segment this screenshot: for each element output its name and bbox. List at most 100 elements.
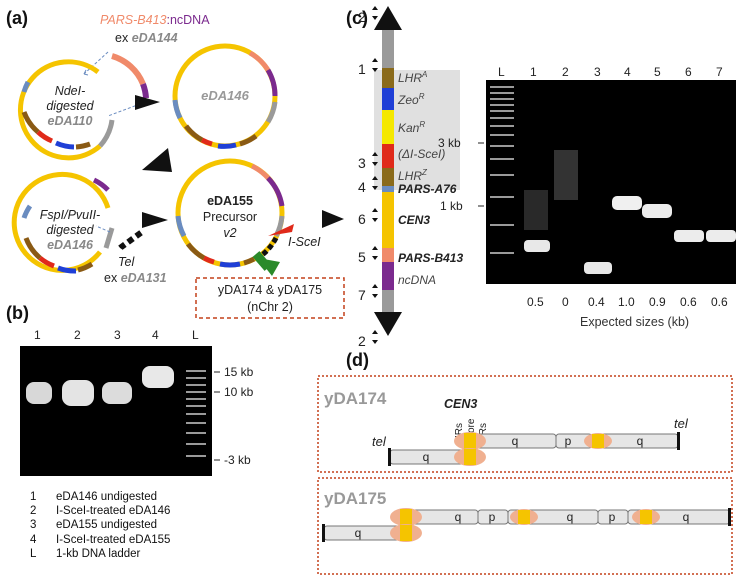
gel-c-band-5	[642, 204, 672, 218]
element-pars-b413: PARS-B413	[398, 251, 463, 265]
chromosome-arrow-top	[374, 6, 402, 30]
gel-b-ladder	[186, 370, 206, 457]
element-kan: KanR	[398, 120, 425, 135]
gel-b-band-3	[102, 382, 132, 404]
centromere-yda175	[390, 508, 660, 542]
arrow-diagonal	[142, 148, 172, 172]
segment-kan	[382, 110, 394, 144]
gel-b-band-4	[142, 366, 174, 388]
tel-fragment: Tel ex eDA131	[104, 229, 167, 285]
site-number-6: 6	[358, 211, 366, 227]
site-number-3: 3	[358, 155, 366, 171]
panel-b: 1 2 3 4 L 15 kb 10 kb -3 kb	[20, 328, 254, 476]
gel-b-band-2	[62, 380, 94, 406]
panel-a: PARS-B413:ncDNA ex eDA144 NdeI- digested…	[11, 13, 345, 319]
gel-c-lane-6: 6	[685, 65, 692, 79]
segment-isce	[382, 144, 394, 168]
tel-right-label: tel	[674, 416, 689, 431]
svg-text:q: q	[567, 510, 574, 524]
expected-size-1: 0.5	[527, 295, 544, 309]
panel-label-d: (d)	[346, 350, 369, 370]
gel-c-lane-4: 4	[624, 65, 631, 79]
plasmid1-label-3: eDA110	[48, 114, 93, 128]
cen3-label: CEN3	[444, 397, 477, 411]
gel-b-lane-3: 3	[114, 328, 121, 342]
gel-c-size-3kb: 3 kb	[438, 136, 461, 150]
centromere-yda174	[454, 432, 612, 466]
insert-dashed-line	[83, 51, 109, 75]
plasmid4-label-3: v2	[223, 226, 236, 240]
svg-text:q: q	[355, 526, 362, 540]
element-pars-a76: PARS-A76	[398, 182, 457, 196]
insert-source-label: ex eDA144	[115, 31, 178, 45]
segment-lhr-a	[382, 68, 394, 88]
plasmid-fspi-eda146: FspI/PvuII- digested eDA146	[11, 171, 115, 274]
plasmid3-label-3: eDA146	[47, 238, 94, 252]
gel-b-size-15kb: 15 kb	[224, 365, 254, 379]
core-label: core	[466, 418, 477, 438]
insert-fragment-salmon	[111, 53, 146, 86]
gel-b-size-10kb: 10 kb	[224, 385, 254, 399]
element-lhr-a: LHRA	[398, 70, 427, 85]
gel-c-band-3	[584, 262, 612, 274]
expected-size-3: 0.4	[588, 295, 605, 309]
chromosome-arrow-bottom	[374, 312, 402, 336]
plasmid-eda155: eDA155 Precursor v2	[175, 158, 285, 268]
site-number-2-top: 2	[358, 9, 366, 25]
strain-box	[195, 277, 345, 319]
gel-c-band-6	[674, 230, 704, 242]
gel-b-lane-2: 2	[74, 328, 81, 342]
gel-c-band-1	[524, 240, 550, 252]
arrow-right-1	[135, 95, 160, 110]
insert-fragment-purple	[140, 82, 149, 99]
strain-box-yda174	[317, 375, 733, 473]
plasmid1-label-1: NdeI-	[55, 84, 86, 98]
gel-c-smear-1	[524, 190, 548, 230]
expected-size-5: 0.9	[649, 295, 666, 309]
svg-text:p: p	[565, 434, 572, 448]
segment-zeo	[382, 88, 394, 110]
panel-label-a: (a)	[6, 8, 28, 28]
gel-c-size-1kb: 1 kb	[440, 199, 463, 213]
plasmid4-label-2: Precursor	[203, 210, 257, 224]
gel-c-lane-L: L	[498, 65, 505, 79]
isce-label: I-SceI	[288, 235, 321, 249]
svg-text:q: q	[455, 510, 462, 524]
panel-d: yDA174 CEN3 IRs core IRs tel tel q p q q…	[317, 375, 733, 575]
panel-label-b: (b)	[6, 303, 29, 323]
site-number-7: 7	[358, 287, 366, 303]
svg-text:p: p	[489, 510, 496, 524]
expected-size-6: 0.6	[680, 295, 697, 309]
gel-c-ladder	[490, 86, 514, 254]
plasmid3-label-1: FspI/PvuII-	[40, 208, 100, 222]
gel-c-band-7	[706, 230, 736, 242]
irs-label-2: IRs	[478, 423, 489, 438]
element-cen3: CEN3	[398, 213, 430, 227]
gel-c-lane-5: 5	[654, 65, 661, 79]
gel-b-lane-1: 1	[34, 328, 41, 342]
expected-size-2: 0	[562, 295, 569, 309]
expected-size-7: 0.6	[711, 295, 728, 309]
strain-box-line-2: (nChr 2)	[247, 300, 293, 314]
svg-text:q: q	[423, 450, 430, 464]
site-number-1: 1	[358, 61, 366, 77]
plasmid-eda110: NdeI- digested eDA110	[17, 59, 115, 161]
arrow-to-panel-c	[322, 210, 344, 228]
tel-left-label: tel	[372, 434, 387, 449]
isce-site-marker	[268, 224, 294, 236]
panel-label-c: (c)	[346, 8, 368, 28]
plasmid3-label-2: digested	[46, 223, 94, 237]
segment-pars-b413	[382, 248, 394, 262]
svg-text:p: p	[609, 510, 616, 524]
plasmid4-label-1: eDA155	[207, 194, 253, 208]
gel-b-lane-L: L	[192, 328, 199, 342]
arrow-right-2	[142, 212, 168, 228]
site-number-4: 4	[358, 179, 366, 195]
site-number-2-bottom: 2	[358, 333, 366, 349]
irs-label-1: IRs	[454, 423, 465, 438]
